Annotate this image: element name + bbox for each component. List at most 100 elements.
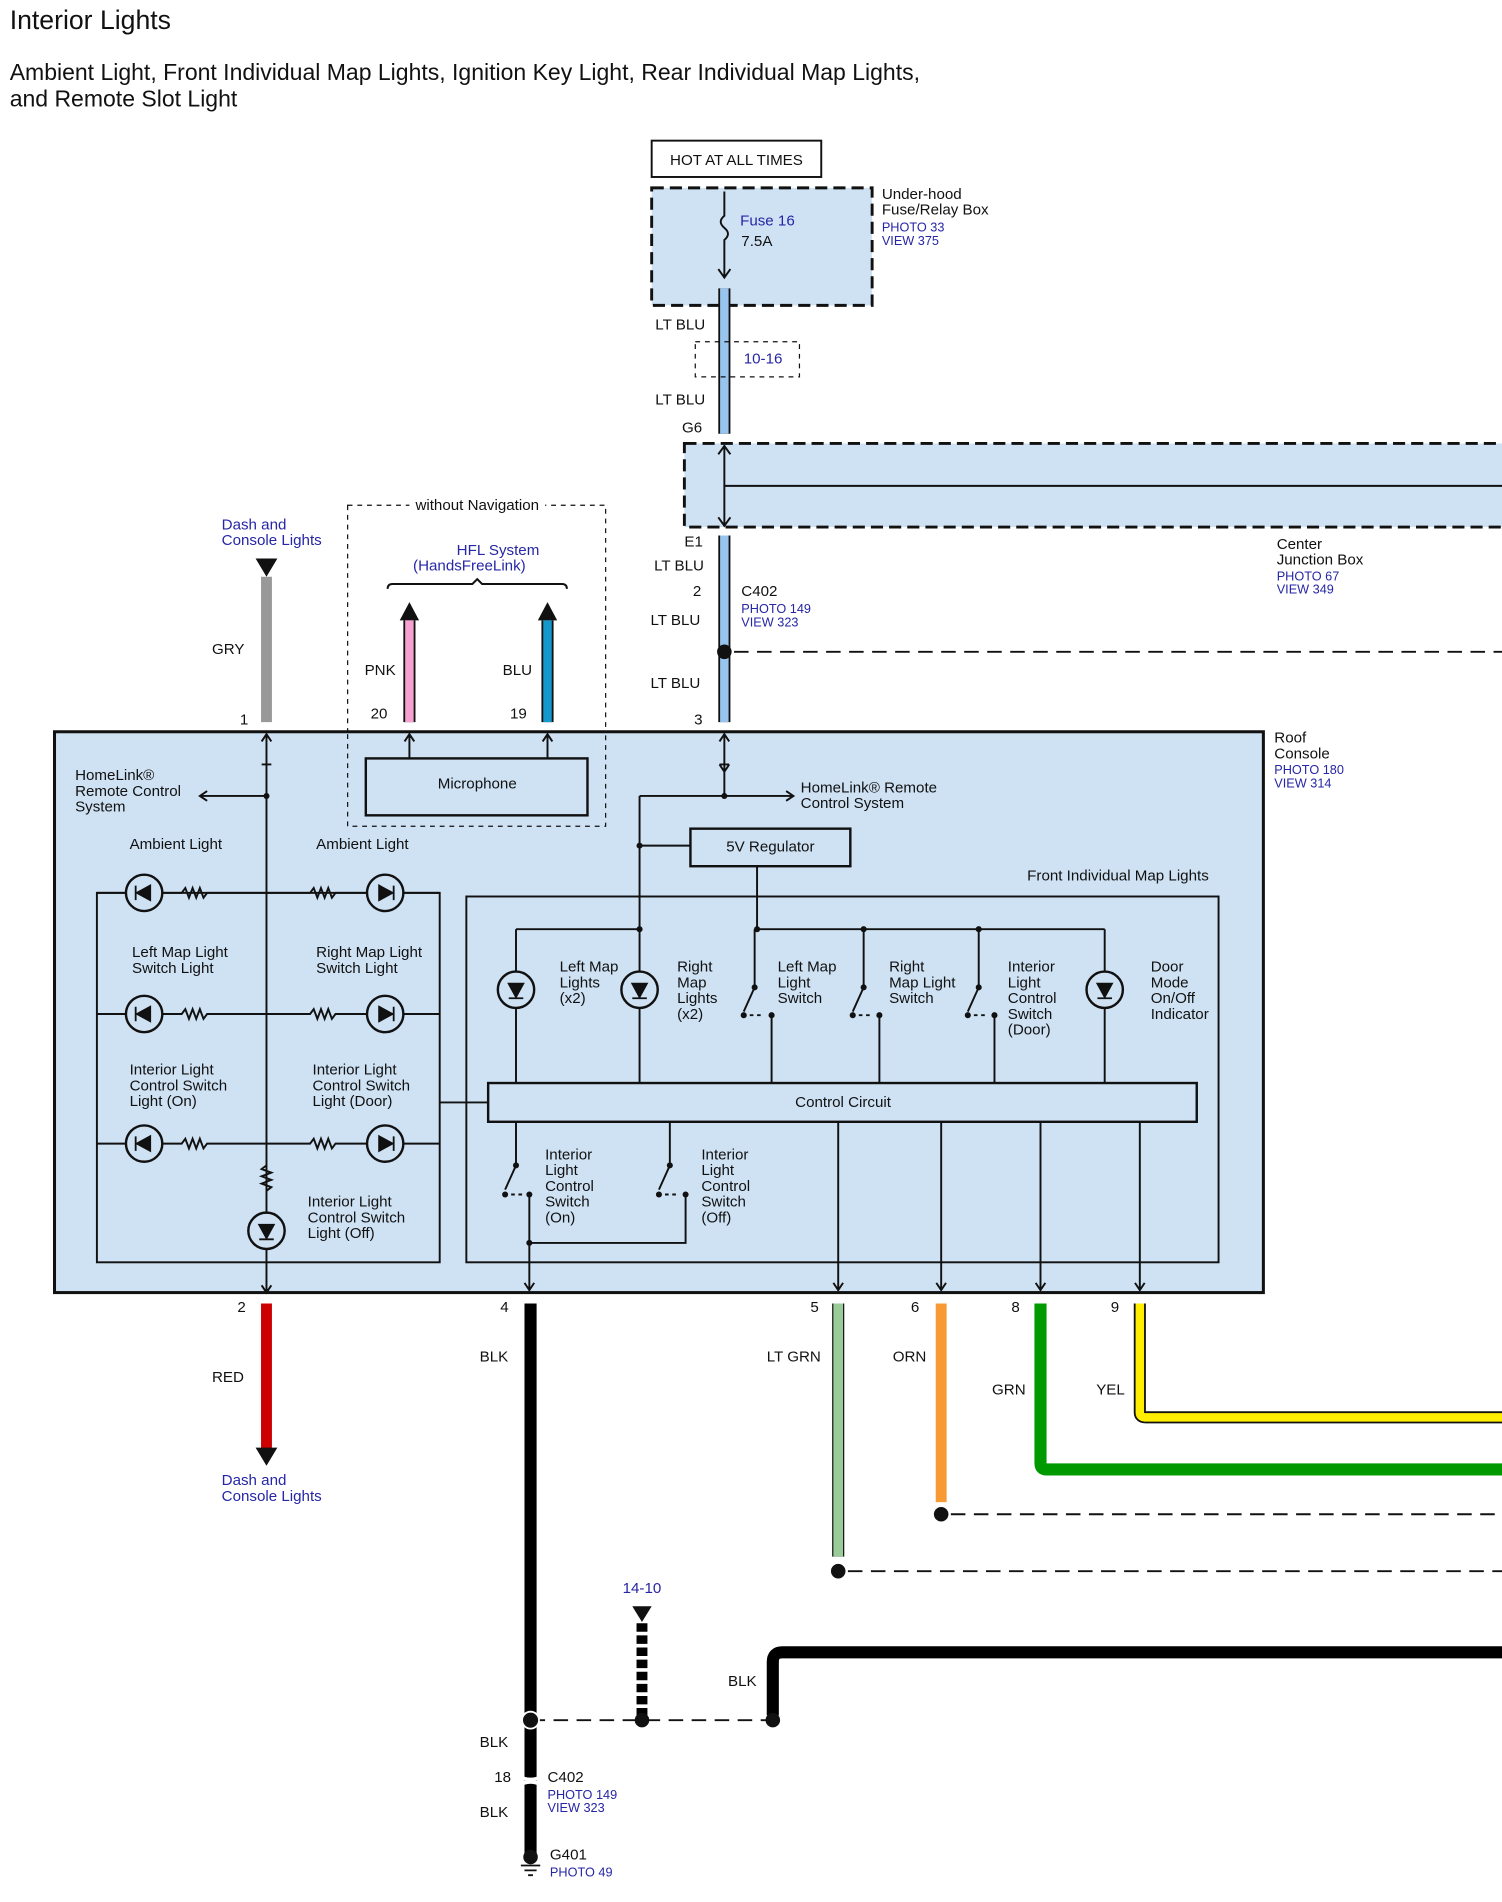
ambient-circuit [96, 885, 489, 1192]
subtitle-line-2: and Remote Slot Light [10, 86, 238, 112]
ground-photo-link[interactable]: PHOTO 49 [550, 1864, 613, 1879]
pin-6: 6 [911, 1299, 919, 1316]
c402-bottom-pin: 18 [494, 1769, 511, 1786]
splice-dot [717, 644, 732, 660]
pin-4: 4 [500, 1299, 508, 1316]
pin-2: 2 [237, 1299, 245, 1316]
fuse-box-photo-link[interactable]: PHOTO 33 [882, 219, 945, 234]
right-trunk [638, 732, 796, 1084]
fuse-box-view-link[interactable]: VIEW 375 [882, 233, 939, 248]
wire-label-lt-blu: LT BLU [650, 612, 700, 629]
ambient-light-left-label: Ambient Light [130, 836, 223, 853]
splice-box [694, 341, 801, 378]
control-circuit-label: Control Circuit [795, 1094, 892, 1111]
pin-8: 8 [1011, 1299, 1019, 1316]
connector-e1: E1 [684, 533, 703, 550]
wire-label-lt-blu: LT BLU [655, 392, 705, 409]
wire-label-grn: GRN [992, 1381, 1026, 1398]
ground-name: G401 [550, 1846, 587, 1863]
wire-label-gry: GRY [212, 641, 245, 658]
splice-dot [634, 1712, 650, 1728]
fuse-label: Fuse 16 [740, 212, 795, 229]
pin-20: 20 [371, 705, 388, 722]
wire-label-red: RED [212, 1369, 244, 1386]
5v-regulator-label: 5V Regulator [726, 839, 814, 856]
page-title: Interior Lights [10, 5, 171, 35]
wire-label-lt-blu: LT BLU [655, 317, 705, 334]
c402-bottom-photo-link[interactable]: PHOTO 149 [548, 1787, 618, 1802]
wire-label-lt-blu: LT BLU [650, 675, 700, 692]
roof-console-photo-link[interactable]: PHOTO 180 [1274, 762, 1344, 777]
wire-label-blk: BLK [728, 1673, 757, 1690]
fuse-rating: 7.5A [741, 233, 773, 250]
connector-icon [517, 1774, 544, 1788]
splice-ref-link[interactable]: 10-16 [744, 351, 783, 368]
wire-label-orn: ORN [893, 1349, 927, 1366]
pin-9: 9 [1111, 1299, 1119, 1316]
pin-3: 3 [694, 711, 702, 728]
wire-blk [766, 1646, 1502, 1716]
wire-label-lt-blu: LT BLU [654, 558, 704, 575]
arrow-down-icon [255, 1447, 278, 1466]
arrow-down-icon [632, 1606, 652, 1623]
wire-label-blu: BLU [503, 662, 532, 679]
connector-g6: G6 [682, 420, 702, 437]
c402-photo-link[interactable]: PHOTO 149 [741, 601, 811, 616]
wire-label-blk: BLK [480, 1804, 509, 1821]
switch-contact-icon [636, 926, 998, 1019]
wire-label-blk: BLK [480, 1349, 509, 1366]
pin-5: 5 [810, 1299, 818, 1316]
hot-at-all-times-box [650, 139, 823, 178]
fuse-relay-box [650, 186, 874, 307]
c402-bottom-name: C402 [548, 1769, 584, 1786]
microphone-leads [403, 732, 554, 759]
5v-regulator [689, 827, 852, 868]
junction-box-view-link[interactable]: VIEW 349 [1277, 582, 1334, 597]
c402-view-link[interactable]: VIEW 323 [741, 614, 798, 629]
wire-grn [1034, 1303, 1502, 1476]
lamp-icon [496, 970, 1125, 1010]
ground-icon [520, 1849, 541, 1877]
ground-ref-link[interactable]: 14-10 [623, 1580, 662, 1597]
hot-at-all-times-label: HOT AT ALL TIMES [670, 152, 803, 169]
junction-box-photo-link[interactable]: PHOTO 67 [1277, 568, 1340, 583]
switch-contact-icon [502, 1162, 689, 1246]
arrow-down-icon [255, 558, 278, 577]
hfl-system-link[interactable]: HFL System(HandsFreeLink) [413, 542, 539, 575]
microphone-label: Microphone [438, 776, 517, 793]
splice-dot [765, 1712, 781, 1728]
without-navigation-label: without Navigation [414, 497, 539, 514]
wire-label-yel: YEL [1096, 1381, 1125, 1398]
front-map-lights-label: Front Individual Map Lights [1027, 868, 1209, 885]
wire-yel [1135, 1303, 1502, 1422]
c402-bottom-view-link[interactable]: VIEW 323 [548, 1800, 605, 1815]
splice-dot [521, 1710, 540, 1730]
front-map-lights-group [465, 895, 1220, 1264]
fuse-icon [717, 191, 732, 280]
ambient-light-right-label: Ambient Light [316, 836, 409, 853]
lamp-icon [124, 873, 405, 1251]
pin-1: 1 [240, 711, 248, 728]
arrow-up-icon [399, 602, 558, 621]
wire-label-lt-grn: LT GRN [767, 1349, 821, 1366]
wire-label-blk: BLK [480, 1734, 509, 1751]
roof-console-view-link[interactable]: VIEW 314 [1274, 775, 1331, 790]
